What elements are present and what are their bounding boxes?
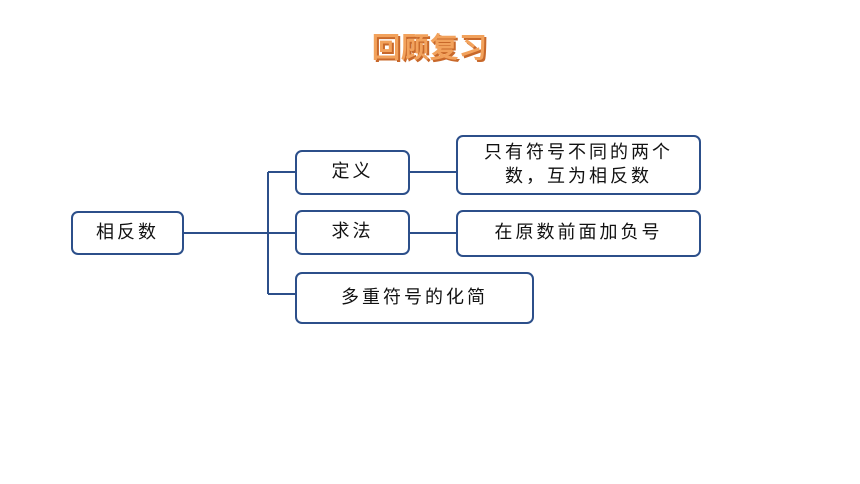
definition-detail-node: 只有符号不同的两个 数，互为相反数	[456, 135, 701, 195]
method-label: 求法	[331, 221, 374, 243]
definition-label: 定义	[331, 161, 374, 183]
simplify-label: 多重符号的化简	[341, 286, 488, 308]
slide-title: 回顾复习	[371, 31, 488, 64]
method-node: 求法	[295, 210, 410, 255]
simplify-node: 多重符号的化简	[295, 272, 534, 324]
root-node: 相反数	[71, 211, 184, 255]
definition-detail-line1: 只有符号不同的两个	[484, 141, 673, 163]
definition-detail-line2: 数，互为相反数	[505, 166, 652, 187]
root-label: 相反数	[96, 221, 159, 243]
method-detail-node: 在原数前面加负号	[456, 210, 701, 257]
definition-node: 定义	[295, 150, 410, 195]
method-detail-label: 在原数前面加负号	[494, 222, 663, 244]
